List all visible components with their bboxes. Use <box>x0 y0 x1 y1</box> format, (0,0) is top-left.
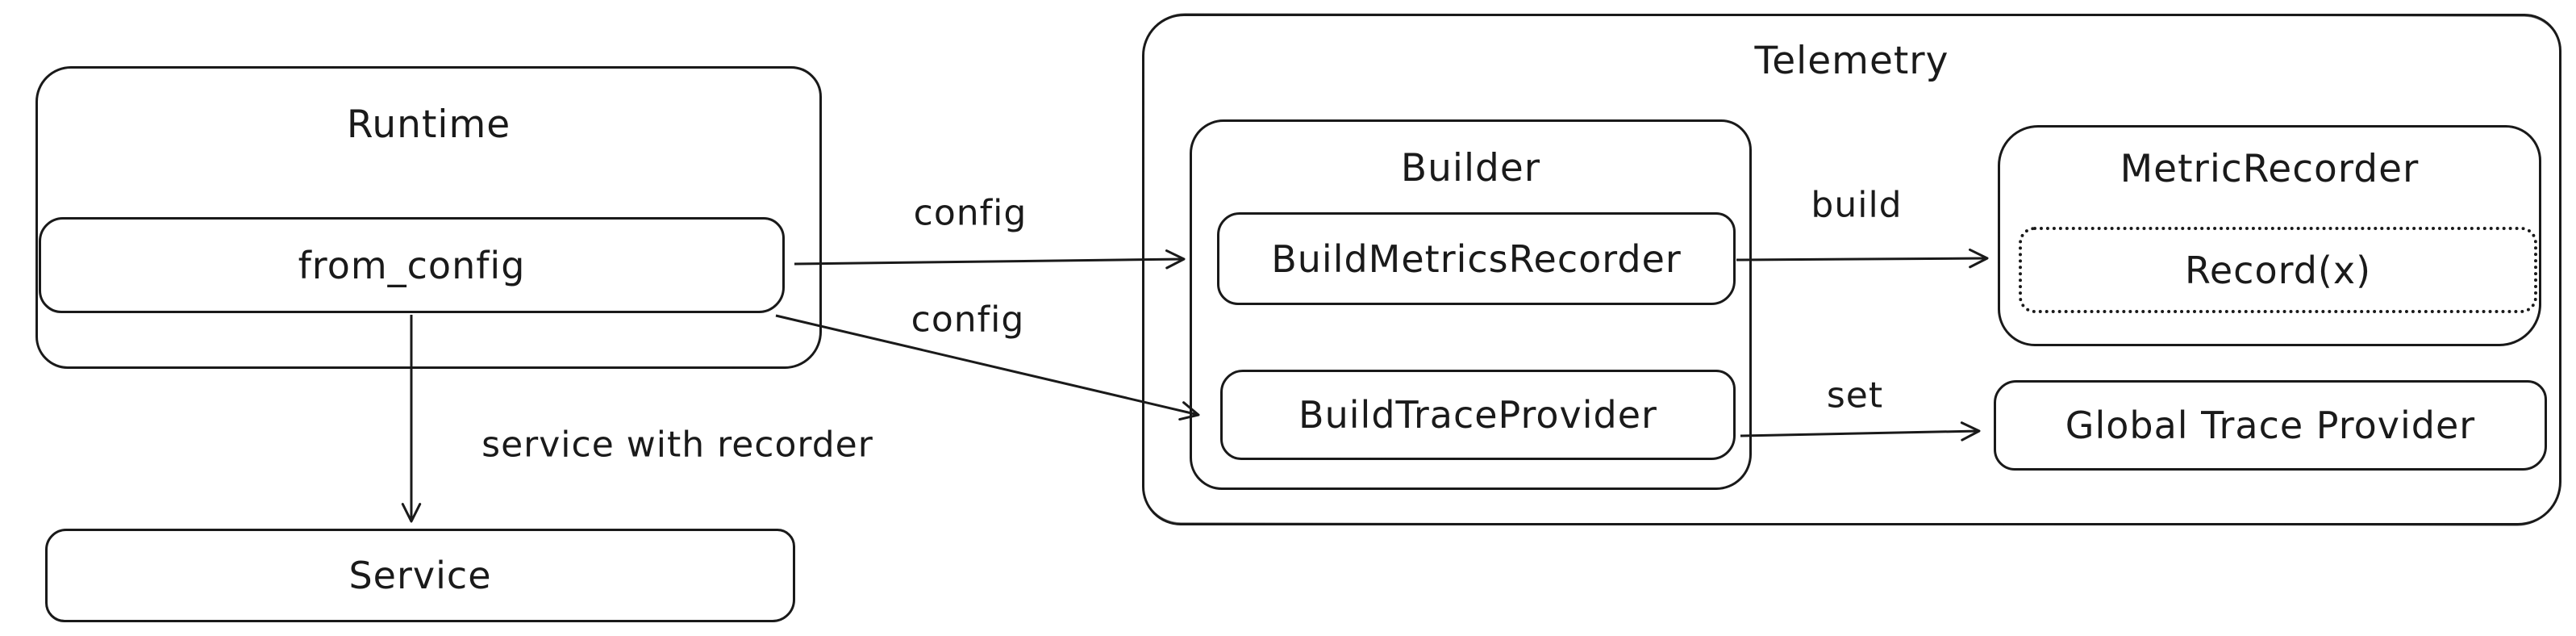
node-from-config: from_config <box>39 217 785 313</box>
node-record-x: Record(x) <box>2019 227 2537 313</box>
node-from-config-label: from_config <box>298 243 526 287</box>
arrow-config-to-build-metrics-recorder <box>794 249 1186 270</box>
node-build-trace-provider: BuildTraceProvider <box>1220 370 1736 460</box>
node-runtime: Runtime <box>35 66 822 369</box>
node-metric-recorder-label: MetricRecorder <box>2120 147 2420 191</box>
node-build-metrics-recorder: BuildMetricsRecorder <box>1217 212 1736 305</box>
node-telemetry-label: Telemetry <box>1754 39 1949 83</box>
edge-label-config-to-build-trace-provider: config <box>911 299 1025 341</box>
node-global-trace-provider: Global Trace Provider <box>1994 380 2547 471</box>
node-service: Service <box>45 529 795 622</box>
node-service-label: Service <box>348 554 492 597</box>
edge-label-set: set <box>1826 374 1884 416</box>
node-metric-recorder: MetricRecorder <box>1998 125 2541 346</box>
node-telemetry: Telemetry <box>1142 14 2561 525</box>
node-builder-label: Builder <box>1400 146 1541 190</box>
node-builder: Builder <box>1190 119 1752 490</box>
node-build-metrics-recorder-label: BuildMetricsRecorder <box>1271 236 1682 281</box>
edge-label-service-with-recorder: service with recorder <box>481 424 873 466</box>
node-build-trace-provider-label: BuildTraceProvider <box>1298 393 1657 437</box>
node-global-trace-provider-label: Global Trace Provider <box>2065 404 2476 447</box>
node-record-x-label: Record(x) <box>2184 248 2372 292</box>
edge-label-config-to-build-metrics-recorder: config <box>913 192 1027 234</box>
edge-label-build: build <box>1811 184 1903 226</box>
node-runtime-label: Runtime <box>346 103 511 147</box>
